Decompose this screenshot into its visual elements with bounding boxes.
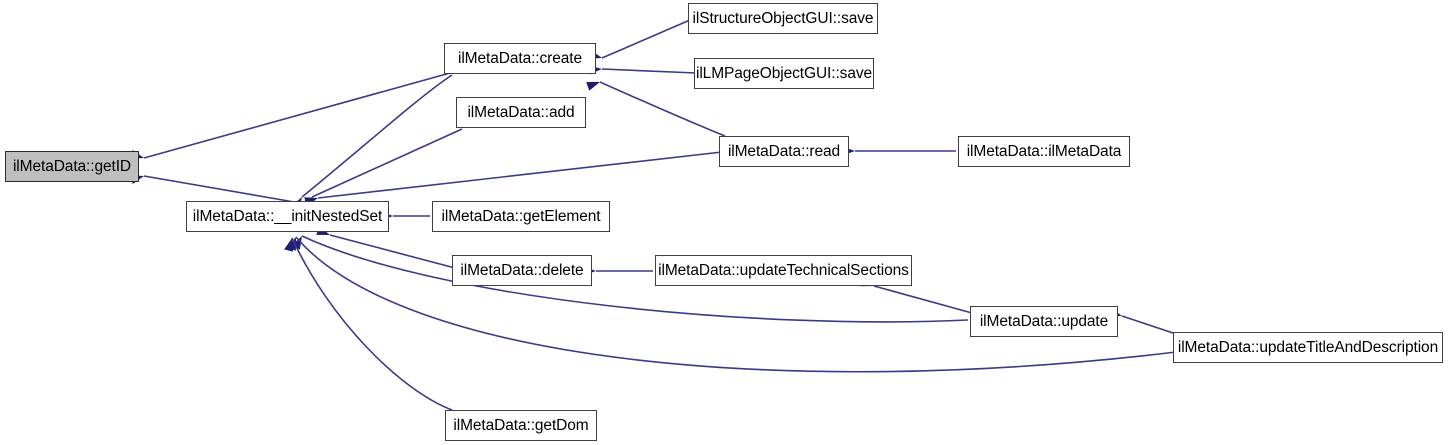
graph-edge-getDom-initNested bbox=[284, 237, 453, 411]
graph-node-label: ilMetaData::__initNestedSet bbox=[192, 207, 383, 225]
graph-node-label: ilLMPageObjectGUI::save bbox=[695, 64, 873, 82]
graph-node-label: ilMetaData::ilMetaData bbox=[966, 142, 1122, 160]
graph-node-label: ilMetaData::read bbox=[727, 142, 841, 160]
graph-node-label: ilMetaData::delete bbox=[460, 261, 584, 279]
graph-edge-initNested-getID bbox=[130, 175, 301, 204]
graph-arrowhead bbox=[284, 238, 294, 252]
graph-node-label: ilMetaData::update bbox=[979, 312, 1109, 330]
graph-node-getDom[interactable]: ilMetaData::getDom bbox=[445, 410, 597, 441]
graph-node-getID[interactable]: ilMetaData::getID bbox=[5, 151, 139, 182]
graph-edge-structsave-create bbox=[588, 19, 691, 59]
graph-node-updTech[interactable]: ilMetaData::updateTechnicalSections bbox=[655, 255, 912, 286]
graph-node-delete[interactable]: ilMetaData::delete bbox=[452, 255, 592, 286]
graph-edge-read-create bbox=[586, 81, 726, 137]
graph-edge-ctor-read bbox=[842, 146, 956, 156]
graph-edge-read-initNested bbox=[304, 151, 723, 207]
graph-node-label: ilMetaData::create bbox=[458, 49, 582, 67]
graph-node-create[interactable]: ilMetaData::create bbox=[444, 43, 596, 74]
graph-node-label: ilMetaData::add bbox=[467, 103, 575, 121]
graph-node-ctor[interactable]: ilMetaData::ilMetaData bbox=[958, 136, 1130, 167]
graph-node-lmpagesave[interactable]: ilLMPageObjectGUI::save bbox=[694, 58, 874, 89]
graph-node-label: ilMetaData::updateTitleAndDescription bbox=[1177, 338, 1439, 356]
graph-node-label: ilMetaData::updateTechnicalSections bbox=[658, 261, 909, 279]
graph-arrowhead bbox=[586, 81, 600, 91]
graph-node-update[interactable]: ilMetaData::update bbox=[970, 306, 1118, 337]
graph-node-label: ilMetaData::getElement bbox=[441, 207, 601, 225]
graph-node-initNested[interactable]: ilMetaData::__initNestedSet bbox=[186, 201, 389, 232]
graph-edge-create-getID bbox=[130, 72, 451, 159]
graph-edge-lmpagesave-create bbox=[588, 65, 697, 75]
graph-node-updTitle[interactable]: ilMetaData::updateTitleAndDescription bbox=[1173, 332, 1443, 363]
graph-node-read[interactable]: ilMetaData::read bbox=[719, 136, 849, 167]
graph-edge-updTech-delete bbox=[583, 266, 653, 276]
graph-node-label: ilStructureObjectGUI::save bbox=[692, 9, 874, 27]
graph-edge-delete-initNested bbox=[316, 226, 456, 269]
graph-node-add[interactable]: ilMetaData::add bbox=[456, 97, 586, 128]
graph-node-getElement[interactable]: ilMetaData::getElement bbox=[432, 201, 610, 232]
graph-node-label: ilMetaData::getID bbox=[12, 157, 132, 175]
graph-edge-updTitle-update bbox=[1108, 307, 1177, 335]
graph-node-structsave[interactable]: ilStructureObjectGUI::save bbox=[688, 3, 878, 34]
graph-node-label: ilMetaData::getDom bbox=[453, 416, 589, 434]
